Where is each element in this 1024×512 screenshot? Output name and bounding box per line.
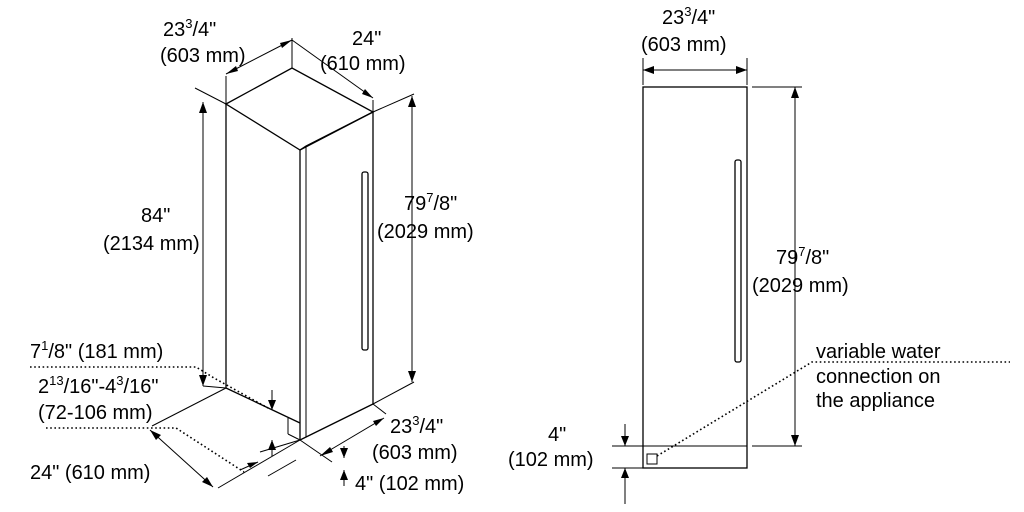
cabinet-top-face (224, 67, 375, 151)
isometric-view: 233/4" (603 mm) 24" (610 mm) 84" (2134 m… (30, 16, 474, 495)
door-handle (361, 171, 369, 351)
water-note-line-2: connection on (816, 366, 941, 388)
dim-line-depth-bottom (149, 429, 214, 488)
dim-line-width-top (225, 39, 293, 75)
label-width-bottom-mm: (603 mm) (372, 442, 458, 464)
front-label-height: 797/8" (776, 244, 829, 269)
toe-kick-bottom (287, 433, 301, 441)
label-width-top-mm: (603 mm) (160, 45, 246, 67)
front-door-handle (734, 159, 742, 363)
front-label-kick: 4" (548, 424, 566, 446)
label-cabinet-height-mm: (2029 mm) (377, 221, 474, 243)
leader-water-connection (656, 361, 1010, 457)
label-kick-setback: 71/8" (181 mm) (30, 338, 163, 363)
cabinet-bottom-right (299, 403, 374, 441)
label-kick-height: 4" (102 mm) (355, 473, 464, 495)
cabinet-bottom-left (225, 387, 301, 424)
water-note-line-1: variable water (816, 341, 941, 363)
front-view: 233/4" (603 mm) 797/8" (2029 mm) 4" (102… (508, 4, 1010, 504)
label-depth-top-mm: (610 mm) (320, 53, 406, 75)
front-cabinet-outline (642, 86, 748, 469)
label-total-height-mm: (2134 mm) (103, 233, 200, 255)
front-label-height-mm: (2029 mm) (752, 275, 849, 297)
label-width-top: 233/4" (163, 16, 216, 41)
label-kick-range: 213/16"-43/16" (38, 373, 158, 398)
water-connection-marker (646, 453, 658, 465)
dim-line-depth-top (291, 39, 374, 99)
label-kick-range-mm: (72-106 mm) (38, 402, 152, 424)
label-depth-bottom: 24" (610 mm) (30, 462, 150, 484)
front-label-kick-mm: (102 mm) (508, 449, 594, 471)
label-total-height: 84" (141, 205, 170, 227)
leader-kick-range (46, 427, 245, 473)
front-label-width-mm: (603 mm) (641, 34, 727, 56)
water-note-line-3: the appliance (816, 390, 935, 412)
leader-kick-setback (30, 366, 269, 409)
label-depth-top: 24" (352, 28, 381, 50)
label-cabinet-height: 797/8" (404, 190, 457, 215)
front-label-width: 233/4" (662, 4, 715, 29)
label-width-bottom: 233/4" (390, 413, 443, 438)
